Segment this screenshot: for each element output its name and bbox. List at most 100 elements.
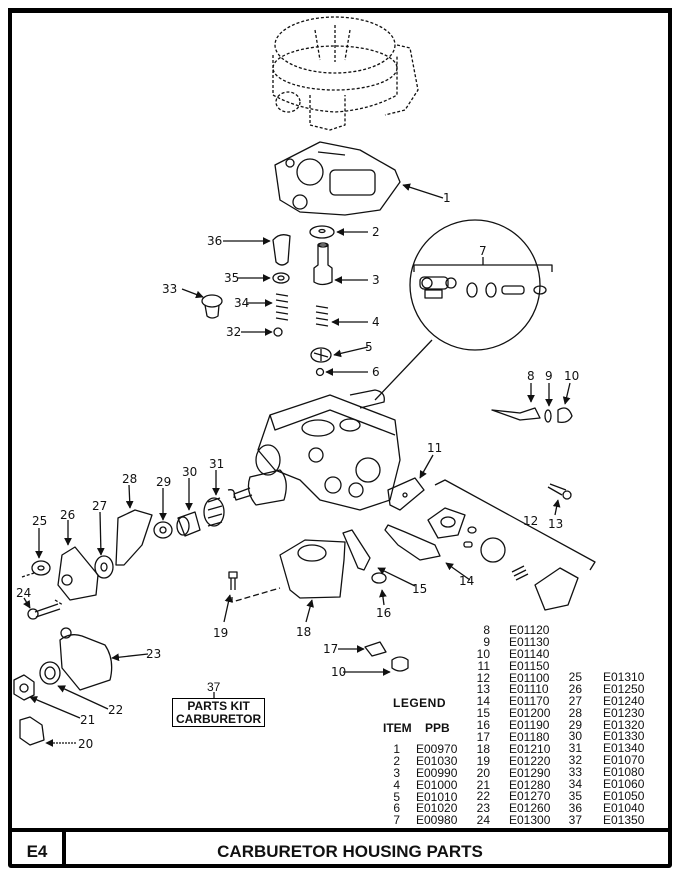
legend-ppb: E01340 [603,741,645,756]
legend-ppb: E01110 [509,682,549,697]
legend-ppb: E01260 [509,801,551,816]
legend-ppb: E01020 [416,801,458,816]
legend-item: 2 [393,753,400,768]
legend-item: 21 [476,777,490,792]
legend-ppb: E01070 [603,753,645,768]
callout-12: 12 [523,514,539,528]
callout-35: 35 [224,271,240,285]
callout-11: 11 [427,441,443,455]
callout-13: 13 [548,517,564,531]
legend-item: 31 [568,741,582,756]
legend-item: 22 [476,789,490,804]
callout-9: 9 [545,369,553,383]
legend-ppb: E01240 [603,693,645,708]
part-4-spring [315,305,329,327]
legend-ppb: E01040 [603,800,645,815]
kit-item-number: 37 [207,680,221,694]
part-20-clip [19,716,45,746]
part-26-lever [57,546,99,601]
legend-title: LEGEND [393,696,447,710]
legend-item: 26 [568,681,582,696]
detail-circle-part-7 [409,219,541,351]
callout-4: 4 [372,315,380,329]
part-13-screw [547,483,567,496]
legend-ppb: E01150 [509,658,550,673]
legend-ppb: E01030 [416,753,458,768]
callout-19: 19 [213,626,229,640]
footer-rule [8,828,672,832]
callout-36: 36 [207,234,223,248]
part-12-bracket-line [434,479,596,571]
part-28-bracket [115,509,153,566]
callout-30: 30 [182,465,198,479]
callout-5: 5 [365,340,373,354]
parts-kit-label: PARTS KIT CARBURETOR [172,698,266,727]
legend-ppb: E01140 [509,646,550,661]
part-11-gasket [387,477,425,511]
legend-ppb: E01120 [509,623,550,637]
gasket-part-1 [274,141,401,216]
legend-item: 1 [393,742,400,756]
callout-18: 18 [296,625,312,639]
legend-ppb: E01280 [509,777,551,792]
legend-ppb: E01350 [603,812,645,827]
legend-item: 20 [476,765,490,780]
legend-col1-items: 1 2 3 4 5 6 7 [380,742,400,827]
legend-item: 25 [568,670,582,684]
page-id: E4 [26,842,48,861]
kit-line-2: CARBURETOR [176,712,262,726]
callout-15: 15 [412,582,428,596]
part-32-ball [273,327,283,337]
legend-ppb: E01100 [509,670,550,685]
legend-ppb: E01080 [603,765,645,780]
part-17-screw [364,641,387,657]
legend-ppb: E01130 [509,634,550,649]
callout-31: 31 [209,457,225,471]
part-9-washer [544,409,552,423]
top-rule [8,8,672,13]
legend-col2-items: 8 9 10 11 12 13 14 15 16 17 18 19 20 21 … [470,624,490,827]
part-30-bushing [177,511,201,537]
part-8-mixture-screw [491,407,541,421]
legend-ppb: E01230 [603,705,645,720]
legend-ppb: E01010 [416,789,458,804]
legend-item: 10 [476,646,490,661]
legend-header-ppb: PPB [425,721,450,735]
part-12-pump-assembly [427,507,579,611]
callout-8: 8 [527,369,535,383]
carburetor-top-reference [272,16,419,131]
part-23-lever [59,634,113,691]
part-29-washer [153,521,173,539]
legend-ppb: E00970 [416,742,458,756]
legend-item: 15 [476,706,490,721]
legend-item: 13 [476,682,490,697]
legend-item: 19 [476,753,490,768]
legend-ppb: E01220 [509,753,551,768]
callout-24: 24 [16,586,32,600]
legend-item: 29 [568,717,582,732]
legend-item: 33 [568,765,582,780]
carburetor-housing [233,389,401,511]
part-33-plug [201,294,223,319]
part-25-washer [31,560,51,576]
legend-col3-items: 25 26 27 28 29 30 31 32 33 34 35 36 37 [562,670,582,827]
legend-item: 18 [476,741,490,756]
legend-item: 23 [476,801,490,816]
callout-6: 6 [372,365,380,379]
legend-ppb: E01270 [509,789,551,804]
callout-21: 21 [80,713,96,727]
callout-10-lower: 10 [331,665,347,679]
part-3-needle-valve [313,242,333,286]
callout-10: 10 [564,369,580,383]
part-2-seal [309,225,335,239]
legend-item: 4 [393,777,400,792]
part-16-gasket [371,572,387,584]
part-35-washer [272,272,290,284]
part-5-check [310,347,332,363]
part-7-kit-pieces [419,276,547,299]
callout-27: 27 [92,499,108,513]
part-31-spring [207,489,236,527]
legend-ppb: E01320 [603,717,645,732]
legend-ppb: E01180 [509,730,550,745]
